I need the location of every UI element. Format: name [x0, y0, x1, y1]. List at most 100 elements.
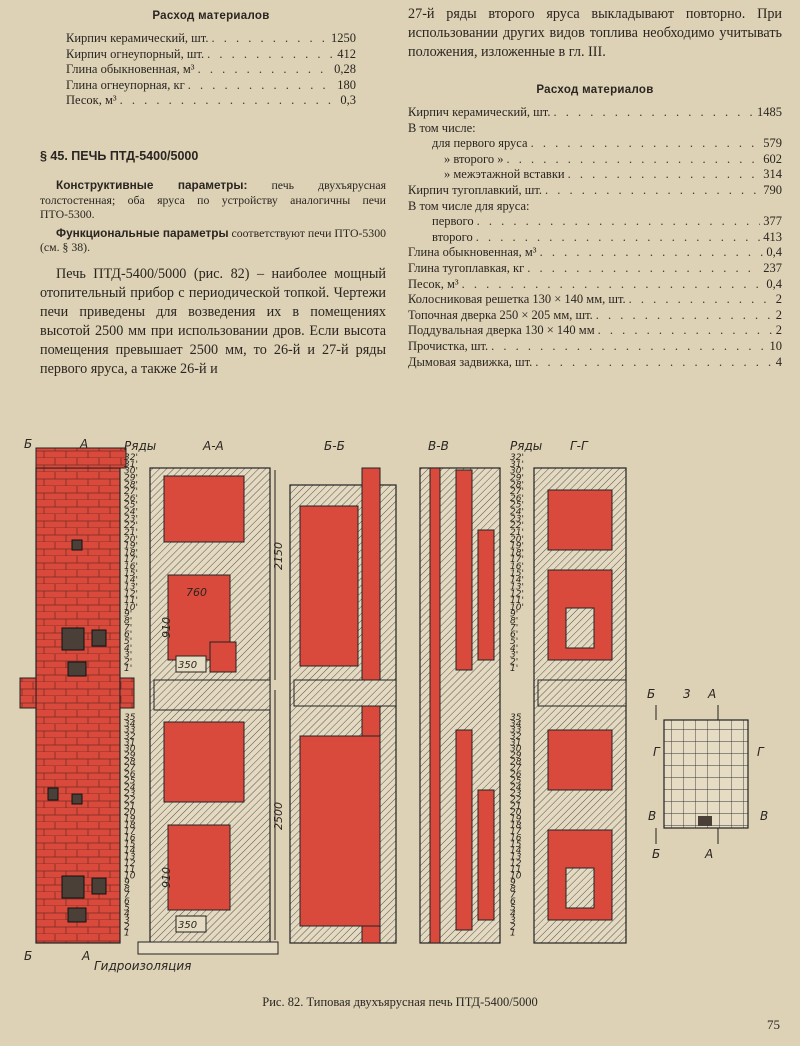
material-value: 0,3 [340, 93, 356, 108]
material-value: 0,4 [766, 276, 782, 291]
constructive-params: Конструктивные параметры: печь двухъярус… [40, 178, 386, 222]
leader-dots [120, 92, 338, 108]
materials-right-heading: Расход материалов [536, 84, 654, 96]
material-row: для первого яруса579 [408, 135, 782, 151]
figure-caption: Рис. 82. Типовая двухъярусная печь ПТД-5… [262, 995, 538, 1009]
row-number-lower: 9 [124, 878, 130, 888]
row-number-lower: 3 [510, 916, 516, 926]
row-number-lower: 8 [510, 884, 516, 894]
row-number-upper: 17' [124, 555, 138, 565]
leader-dots [629, 291, 773, 307]
row-numbers-column-1: 32'31'30'29'28'27'26'25'24'23'22'21'20'1… [124, 453, 138, 939]
row-number-lower: 28 [510, 757, 522, 767]
material-label: В том числе: [408, 120, 476, 135]
row-number-lower: 28 [124, 757, 136, 767]
material-label: Кирпич керамический, шт. [408, 105, 551, 119]
label-section-vv: В-В [428, 439, 449, 453]
row-number-upper: 10' [510, 603, 524, 613]
row-number-lower: 19 [510, 814, 522, 824]
row-number-upper: 31' [124, 460, 138, 470]
material-label: Песок, м³ [66, 93, 117, 108]
row-number-upper: 24' [124, 508, 138, 518]
row-number-lower: 2 [510, 922, 516, 932]
row-number-lower: 11 [510, 865, 521, 875]
material-row: Песок, м³0,4 [408, 276, 782, 292]
row-number-lower: 34 [124, 719, 136, 729]
leader-dots [477, 213, 761, 229]
material-value: 0,28 [334, 62, 356, 77]
material-label: » межэтажной вставки [444, 167, 565, 182]
row-number-lower: 34 [510, 719, 522, 729]
leader-dots [491, 338, 766, 354]
dim-910b: 910 [160, 867, 173, 888]
row-number-upper: 11' [510, 596, 524, 606]
materials-left: Расход материалов Кирпич керамический, ш… [66, 8, 356, 108]
material-row: второго413 [408, 229, 782, 245]
row-number-upper: 17' [510, 555, 524, 565]
row-number-lower: 22 [510, 795, 522, 805]
dim-350b: 350 [178, 920, 197, 931]
figure-82-drawing: Б А Б А Гидроизоляция Ряды 32'31'30'29'2… [19, 437, 768, 973]
row-number-lower: 30 [510, 745, 522, 755]
row-number-upper: 32' [510, 453, 524, 463]
material-label: Дымовая задвижка, шт. [408, 354, 533, 369]
row-number-upper: 26' [124, 494, 138, 504]
row-number-upper: 28' [124, 480, 138, 490]
row-number-upper: 31' [510, 460, 524, 470]
constructive-text: печь двухъярусная толстостенная; оба яру… [40, 178, 387, 221]
material-row: Дымовая задвижка, шт.4 [408, 354, 782, 370]
material-row: Поддувальная дверка 130 × 140 мм2 [408, 322, 782, 338]
row-number-lower: 29 [510, 751, 522, 761]
row-number-upper: 22' [510, 521, 524, 531]
row-number-lower: 33 [124, 726, 136, 736]
row-number-lower: 21 [510, 802, 521, 812]
leader-dots [531, 135, 761, 151]
leader-dots [188, 77, 334, 93]
row-number-lower: 6 [124, 897, 130, 907]
label-section-bb: Б-Б [324, 439, 345, 453]
label-a-bottom: А [81, 949, 90, 963]
row-number-upper: 10' [124, 603, 138, 613]
row-number-lower: 4 [124, 910, 130, 920]
row-number-lower: 23 [124, 789, 136, 799]
row-number-lower: 5 [124, 903, 130, 913]
leader-dots [540, 244, 764, 260]
row-number-lower: 25 [124, 776, 136, 786]
row-number-upper: 24' [510, 508, 524, 518]
row-number-upper: 28' [510, 480, 524, 490]
material-label: Глина тугоплавкая, кг [408, 260, 525, 275]
row-number-lower: 16 [124, 834, 136, 844]
material-value: 10 [769, 338, 783, 353]
leader-dots [198, 61, 332, 77]
material-row: Кирпич керамический, шт.1250 [66, 30, 356, 46]
row-number-lower: 17 [124, 827, 136, 837]
row-number-lower: 14 [510, 846, 522, 856]
material-row: В том числе: [408, 120, 782, 136]
material-value: 0,4 [766, 245, 782, 260]
row-number-lower: 7 [510, 891, 516, 901]
plan-label-b-top: Б [647, 687, 655, 701]
leader-dots [506, 151, 760, 167]
material-label: Кирпич тугоплавкий, шт. [408, 182, 543, 197]
material-label: Глина обыкновенная, м³ [408, 245, 537, 260]
leader-dots [527, 260, 760, 276]
material-label: Кирпич огнеупорный, шт. [66, 46, 205, 61]
row-number-upper: 27' [510, 487, 524, 497]
leader-dots [598, 322, 773, 338]
row-number-upper: 16' [510, 562, 524, 572]
row-number-upper: 25' [510, 501, 524, 511]
material-value: 2 [775, 307, 782, 322]
material-row: » межэтажной вставки314 [408, 166, 782, 182]
row-number-upper: 21' [124, 528, 138, 538]
row-number-upper: 2' [510, 657, 518, 667]
row-number-lower: 24 [510, 783, 522, 793]
row-number-upper: 12' [124, 589, 138, 599]
material-row: Прочистка, шт.10 [408, 338, 782, 354]
section-title: § 45. ПЕЧЬ ПТД-5400/5000 [40, 149, 199, 163]
material-label: Кирпич керамический, шт. [66, 31, 209, 45]
row-number-upper: 3' [124, 651, 132, 661]
row-number-lower: 19 [124, 814, 136, 824]
row-number-lower: 23 [510, 789, 522, 799]
row-number-upper: 5' [510, 637, 518, 647]
